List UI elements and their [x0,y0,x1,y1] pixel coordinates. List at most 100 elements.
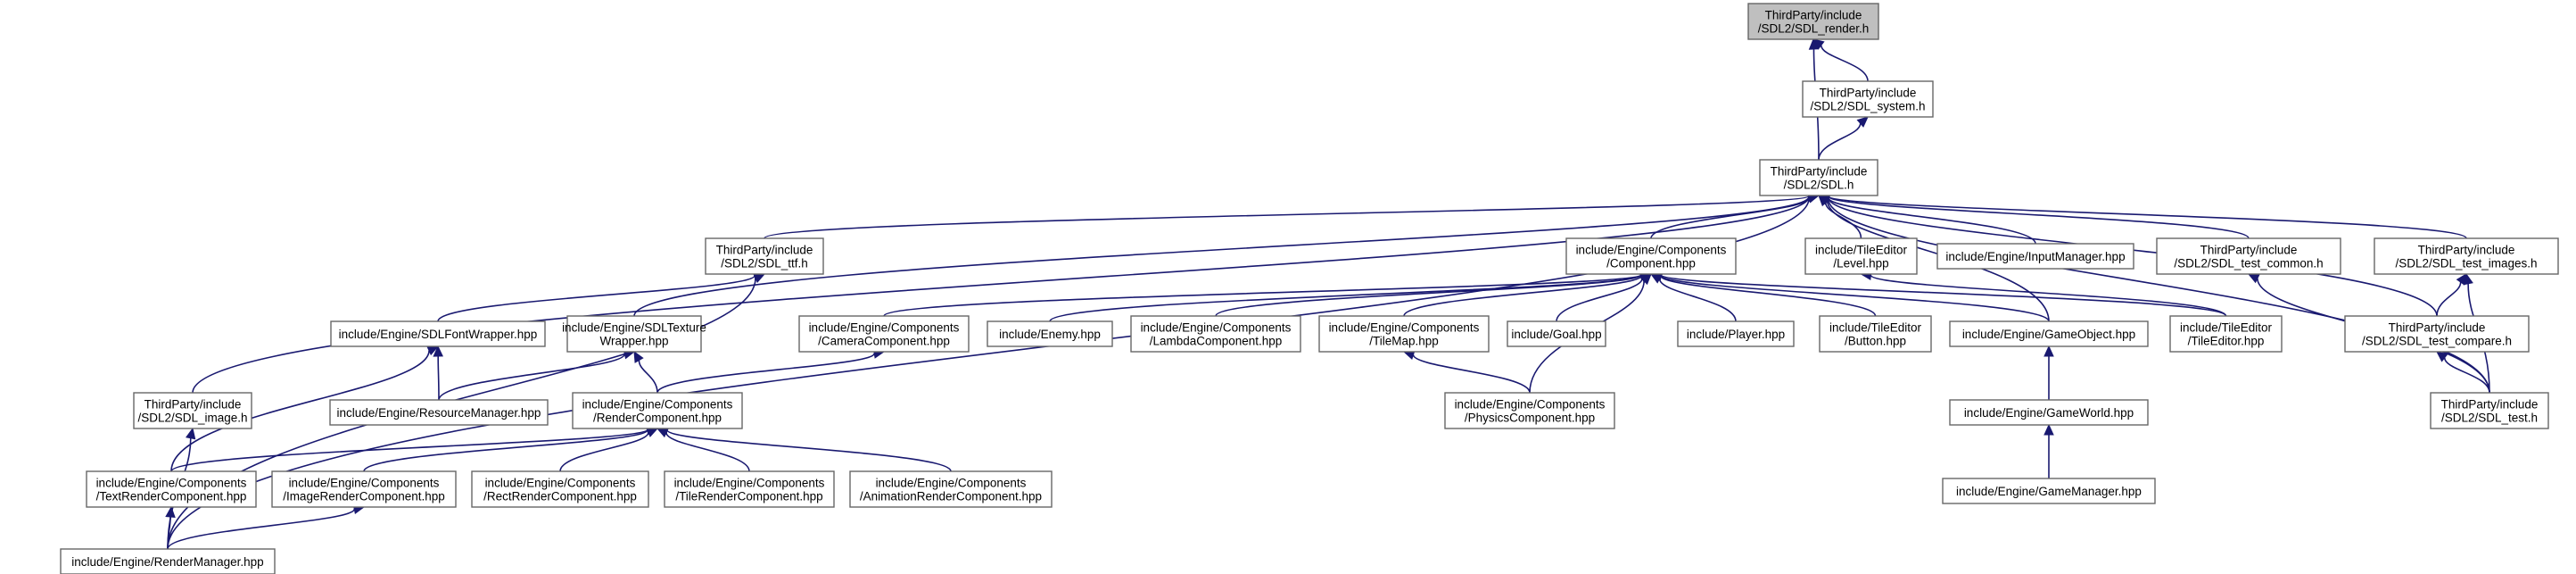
edge-tilemap-to-component [1403,275,1642,317]
node-box-sdltexture[interactable] [566,315,702,353]
node-imagerender[interactable]: include/Engine/Components/ImageRenderCom… [271,470,457,508]
node-label-tilemap-1: /TileMap.hpp [1369,335,1439,348]
node-physics[interactable]: include/Engine/Components/PhysicsCompone… [1444,392,1615,429]
node-label-lambda-0: include/Engine/Components [1141,321,1292,335]
node-box-sdl_render[interactable] [1747,3,1879,40]
node-sdl_render[interactable]: ThirdParty/include/SDL2/SDL_render.h [1747,3,1879,40]
nodes: ThirdParty/include/SDL2/SDL_render.hThir… [60,3,2559,574]
edge-goal-to-component [1556,278,1643,322]
node-sdl_system[interactable]: ThirdParty/include/SDL2/SDL_system.h [1802,80,1934,118]
node-gamemanager[interactable]: include/Engine/GameManager.hpp [1942,478,2156,504]
node-box-sdl_ttf[interactable] [705,237,824,275]
node-box-test_common[interactable] [2156,237,2341,275]
node-animrender[interactable]: include/Engine/Components/AnimationRende… [849,470,1053,508]
node-box-sdl_system[interactable] [1802,80,1934,118]
node-box-lambda[interactable] [1130,315,1301,353]
node-box-component[interactable] [1565,237,1737,275]
node-label-sdl_ttf-1: /SDL2/SDL_ttf.h [721,257,808,270]
edge-resourcemgr-to-sdltexture [438,354,626,401]
node-box-tileeditor[interactable] [2169,315,2283,353]
edge-rendermgr-to-imagerender [167,508,356,550]
node-rectrender[interactable]: include/Engine/Components/RectRenderComp… [471,470,649,508]
node-box-gameworld[interactable] [1949,399,2149,426]
node-box-gamemanager[interactable] [1942,478,2156,504]
node-goal[interactable]: include/Goal.hpp [1507,320,1606,347]
node-level[interactable]: include/TileEditor/Level.hpp [1804,237,1918,275]
node-label-level-1: /Level.hpp [1833,257,1888,270]
node-box-animrender[interactable] [849,470,1053,508]
edge-button-to-component [1660,275,1877,317]
node-box-enemy[interactable] [987,320,1113,347]
node-tilerender[interactable]: include/Engine/Components/TileRenderComp… [664,470,835,508]
node-box-player[interactable] [1677,320,1795,347]
node-box-sdl_image[interactable] [133,392,252,429]
node-sdl_test[interactable]: ThirdParty/include/SDL2/SDL_test.h [2430,392,2549,429]
node-label-test_common-1: /SDL2/SDL_test_common.h [2174,257,2323,270]
node-component[interactable]: include/Engine/Components/Component.hpp [1565,237,1737,275]
node-textrender[interactable]: include/Engine/Components/TextRenderComp… [86,470,257,508]
node-label-tileeditor-1: /TileEditor.hpp [2188,335,2265,348]
node-label-level-0: include/TileEditor [1815,244,1908,257]
edge-sdl_image-to-sdl [192,196,1810,394]
node-label-tilerender-0: include/Engine/Components [674,477,825,490]
node-label-textrender-0: include/Engine/Components [96,477,247,490]
node-lambda[interactable]: include/Engine/Components/LambdaComponen… [1130,315,1301,353]
node-label-gameworld-0: include/Engine/GameWorld.hpp [1964,406,2134,420]
edge-lambda-to-component [1215,274,1642,317]
node-box-resourcemgr[interactable] [329,399,549,426]
node-button[interactable]: include/TileEditor/Button.hpp [1819,315,1932,353]
node-box-sdlfont[interactable] [330,320,546,347]
edge-inputmgr-to-sdl [1827,196,2036,245]
node-rendermgr[interactable]: include/Engine/RenderManager.hpp [60,548,276,574]
node-box-rendercomp[interactable] [572,392,743,429]
edge-test_images-to-sdl [1828,195,2467,239]
node-box-sdl[interactable] [1759,159,1878,196]
node-box-level[interactable] [1804,237,1918,275]
node-tilemap[interactable]: include/Engine/Components/TileMap.hpp [1318,315,1490,353]
node-box-physics[interactable] [1444,392,1615,429]
node-box-camera[interactable] [798,315,970,353]
node-sdlfont[interactable]: include/Engine/SDLFontWrapper.hpp [330,320,546,347]
edge-resourcemgr-to-sdlfont [437,355,440,401]
node-test_common[interactable]: ThirdParty/include/SDL2/SDL_test_common.… [2156,237,2341,275]
arrowhead-gameworld-to-gameobject [2043,345,2054,357]
node-label-gameobject-0: include/Engine/GameObject.hpp [1962,328,2135,341]
node-inputmgr[interactable]: include/Engine/InputManager.hpp [1936,243,2134,270]
node-box-sdl_test[interactable] [2430,392,2549,429]
node-rendercomp[interactable]: include/Engine/Components/RenderComponen… [572,392,743,429]
node-test_images[interactable]: ThirdParty/include/SDL2/SDL_test_images.… [2374,237,2559,275]
node-label-animrender-1: /AnimationRenderComponent.hpp [860,490,1042,503]
node-box-gameobject[interactable] [1949,320,2149,347]
node-box-test_images[interactable] [2374,237,2559,275]
node-camera[interactable]: include/Engine/Components/CameraComponen… [798,315,970,353]
node-box-textrender[interactable] [86,470,257,508]
node-label-camera-0: include/Engine/Components [809,321,960,335]
edge-sdl-to-sdl_system [1818,123,1862,161]
node-box-imagerender[interactable] [271,470,457,508]
node-box-test_compare[interactable] [2344,315,2530,353]
node-player[interactable]: include/Player.hpp [1677,320,1795,347]
node-box-goal[interactable] [1507,320,1606,347]
node-gameworld[interactable]: include/Engine/GameWorld.hpp [1949,399,2149,426]
node-box-tilemap[interactable] [1318,315,1490,353]
node-box-rectrender[interactable] [471,470,649,508]
node-test_compare[interactable]: ThirdParty/include/SDL2/SDL_test_compare… [2344,315,2530,353]
node-box-inputmgr[interactable] [1936,243,2134,270]
node-gameobject[interactable]: include/Engine/GameObject.hpp [1949,320,2149,347]
node-enemy[interactable]: include/Enemy.hpp [987,320,1113,347]
node-box-button[interactable] [1819,315,1932,353]
node-resourcemgr[interactable]: include/Engine/ResourceManager.hpp [329,399,549,426]
node-sdl[interactable]: ThirdParty/include/SDL2/SDL.h [1759,159,1878,196]
node-label-camera-1: /CameraComponent.hpp [818,335,950,348]
node-tileeditor[interactable]: include/TileEditor/TileEditor.hpp [2169,315,2283,353]
node-sdl_image[interactable]: ThirdParty/include/SDL2/SDL_image.h [133,392,252,429]
node-label-sdl-1: /SDL2/SDL.h [1784,179,1854,192]
node-box-tilerender[interactable] [664,470,835,508]
node-sdl_ttf[interactable]: ThirdParty/include/SDL2/SDL_ttf.h [705,237,824,275]
node-label-sdl_system-0: ThirdParty/include [1820,87,1917,100]
node-box-rendermgr[interactable] [60,548,276,574]
arrowhead-rendercomp-to-sdltexture [633,350,644,363]
edge-textrender-to-sdlfont [170,350,430,472]
